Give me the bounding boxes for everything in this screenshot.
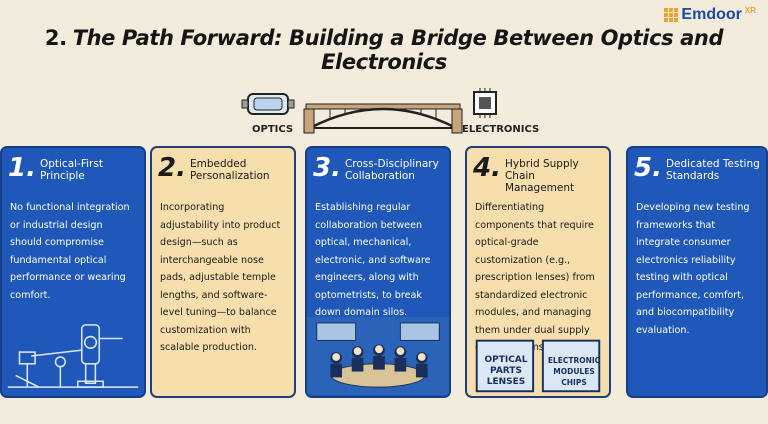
card-number: 4. [473, 153, 501, 183]
bridge-icon [241, 88, 497, 134]
card-number: 5. [634, 153, 662, 183]
optical-bench-icon [7, 324, 139, 388]
title-number: 2. [44, 26, 67, 50]
card-number: 3. [313, 153, 341, 183]
card-body: Incorporating adjustability into product… [160, 202, 281, 353]
card-hybrid-supply-chain: 4. Hybrid Supply Chain Management Differ… [465, 146, 611, 398]
logo-suffix: XR [744, 5, 756, 15]
optics-label: OPTICS [252, 124, 294, 135]
title-text: The Path Forward: Building a Bridge Betw… [72, 26, 724, 74]
card-cross-disciplinary: 3. Cross-Disciplinary Collaboration Esta… [305, 146, 451, 398]
card-body: Developing new testing frameworks that i… [636, 202, 750, 336]
box-label-line: OPTICAL [484, 355, 528, 365]
logo-text: Emdoor [681, 6, 742, 23]
logo-mark-icon [664, 8, 679, 22]
supply-boxes-icon [475, 339, 601, 393]
bridge-diagram: OPTICS ELECTRONICS [240, 88, 539, 140]
chip-icon [473, 88, 497, 118]
card-number: 1. [8, 153, 36, 183]
page-title: 2.The Path Forward: Building a Bridge Be… [0, 26, 768, 74]
optical-parts-box: OPTICAL PARTS LENSES [477, 355, 535, 388]
card-optical-first: 1. Optical-First Principle No functional… [0, 146, 146, 398]
bridge-arch-icon [303, 103, 463, 134]
box-label-line: PARTS [490, 366, 522, 376]
box-label-line: LENSES [486, 377, 526, 387]
card-title: Embedded Personalization [189, 158, 270, 182]
card-title: Optical-First Principle [39, 158, 103, 182]
team-meeting-icon [307, 317, 449, 395]
card-body: No functional integration or industrial … [10, 202, 130, 301]
vr-goggles-icon [241, 93, 295, 115]
card-number: 2. [158, 153, 186, 183]
card-embedded-personalization: 2. Embedded Personalization Incorporatin… [150, 146, 296, 398]
card-body: Establishing regular collaboration betwe… [315, 202, 431, 318]
electronic-modules-box: ELECTRONIC MODULES CHIPS [545, 355, 603, 388]
card-testing-standards: 5. Dedicated Testing Standards Developin… [626, 146, 768, 398]
box-label-line: CHIPS [561, 378, 587, 387]
card-title: Hybrid Supply Chain Management [504, 158, 579, 194]
box-label-line: ELECTRONIC [547, 356, 601, 365]
card-title: Dedicated Testing Standards [665, 158, 760, 182]
electronics-label: ELECTRONICS [462, 124, 540, 135]
box-label-line: MODULES [553, 367, 595, 376]
card-title: Cross-Disciplinary Collaboration [344, 158, 439, 182]
brand-logo: Emdoor XR [664, 6, 756, 24]
